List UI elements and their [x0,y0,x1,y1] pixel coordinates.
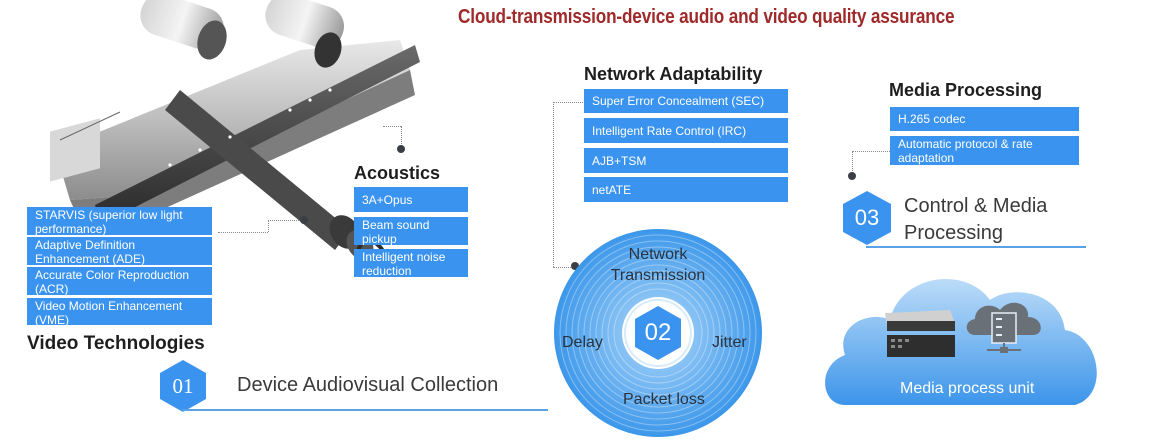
ring-jitter: Jitter [712,334,747,351]
video-technologies-heading: Video Technologies [27,333,205,354]
item-line-2: adaptation [898,151,955,165]
item-line-2: reduction [362,264,412,277]
step-number: 03 [854,205,880,230]
ring-packet-loss: Packet loss [623,391,705,408]
hexagon-icon [843,191,891,245]
label-line-2: Processing [904,222,1003,244]
connector-media [852,151,890,152]
step-01-badge: 01 [160,360,206,412]
step-03-underline [866,246,1086,248]
item-line-2: (ACR) [35,282,69,295]
device-bar [55,40,410,200]
item-line-1: STARVIS (superior low light [35,208,183,222]
step-02-label: Network Transmission [598,244,718,286]
connector-network-v [553,102,554,267]
cloud-server-icon [966,302,1041,353]
media-processing-heading: Media Processing [889,80,1043,100]
item-text: netATE [592,182,632,197]
label-line-2: Transmission [610,267,706,284]
label-line-1: Control & Media [904,195,1048,217]
item-line-1: Beam sound [362,218,430,232]
item-line-2: performance) [35,222,107,235]
video-tech-item: Accurate Color Reproduction (ACR) [27,267,212,295]
cloud-shape [825,278,1097,405]
connector-dot-network [571,262,579,270]
ring-delay: Delay [562,334,603,351]
hexagon-icon [160,360,206,412]
acoustics-item: 3A+Opus [354,187,468,212]
cloud-label: Media process unit [900,380,1035,397]
hexagon-icon [635,306,681,360]
item-text: Intelligent Rate Control (IRC) [592,123,747,138]
device-exploded-image [50,0,420,273]
video-tech-item: Video Motion Enhancement (VME) [27,298,212,325]
connector-acoustics [383,126,401,127]
step-03-badge: 03 [843,191,891,245]
media-item: Automatic protocol & rate adaptation [890,136,1079,165]
network-adaptability-heading: Network Adaptability [584,64,763,84]
item-line-1: Adaptive Definition [35,238,136,252]
item-line-1: Automatic protocol & rate [898,137,1033,151]
item-line-1: Accurate Color Reproduction [35,268,190,282]
connector-video-h2 [268,220,303,221]
item-text: AJB+TSM [592,153,647,168]
item-line-1: Intelligent noise [362,250,446,264]
item-line-2: pickup [362,232,397,245]
item-line-1: Video Motion Enhancement [35,299,183,313]
item-text: Super Error Concealment (SEC) [592,94,765,108]
connector-video-v [268,220,269,232]
connector-dot-acoustics [397,145,405,153]
step-01-label: Device Audiovisual Collection [237,374,499,396]
label-line-1: Network [628,246,688,263]
network-ring [554,229,762,437]
server-rack-icon [885,310,955,357]
connector-media-v [852,151,853,173]
step-01-underline [182,409,548,411]
page-title: Cloud-transmission-device audio and vide… [458,6,955,28]
video-tech-item: Adaptive Definition Enhancement (ADE) [27,237,212,265]
acoustics-item: Intelligent noise reduction [354,249,468,277]
item-line-2: (VME) [35,313,69,325]
item-line-2: Enhancement (ADE) [35,252,146,265]
network-item: Super Error Concealment (SEC) [584,89,788,113]
connector-dot-video [300,216,308,224]
connector-video [218,232,268,233]
connector-network [553,102,583,103]
step-03-label: Control & Media Processing [904,193,1047,247]
network-item: netATE [584,177,788,202]
item-line-1: 3A+Opus [362,192,413,207]
step-number: 01 [172,373,194,398]
connector-network-h2 [553,267,573,268]
item-line-1: H.265 codec [898,112,966,126]
video-tech-item: STARVIS (superior low light performance) [27,207,212,235]
acoustics-item: Beam sound pickup [354,217,468,245]
media-item: H.265 codec [890,107,1079,131]
network-item: AJB+TSM [584,148,788,173]
connector-dot-media [848,172,856,180]
step-02-number: 02 [644,319,672,346]
acoustics-heading: Acoustics [354,163,441,183]
connector-acoustics-v [401,126,402,146]
network-item: Intelligent Rate Control (IRC) [584,118,788,143]
